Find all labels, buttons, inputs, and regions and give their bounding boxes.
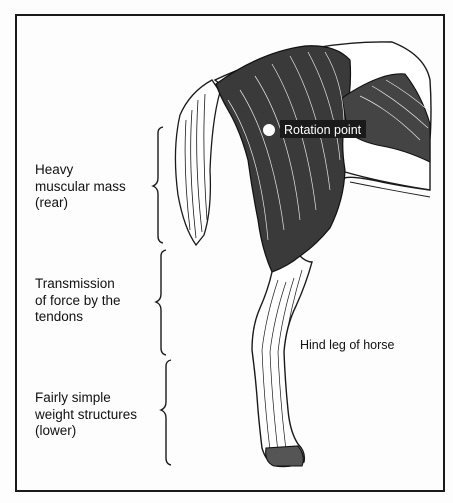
lower-leg [252,256,312,467]
label-rotation-point: Rotation point [284,123,361,137]
label-tendon-transmission: Transmission of force by the tendons [35,276,155,326]
hoof [266,446,304,466]
bracket-weight [161,360,171,465]
rotation-point-marker [264,125,275,136]
hindquarter-muscle [216,46,351,272]
figure-caption: Hind leg of horse [300,337,395,354]
label-weight-structures: Fairly simple weight structures (lower) [35,390,155,440]
bracket-tendon [156,250,166,355]
label-muscular-mass: Heavy muscular mass (rear) [35,162,155,212]
